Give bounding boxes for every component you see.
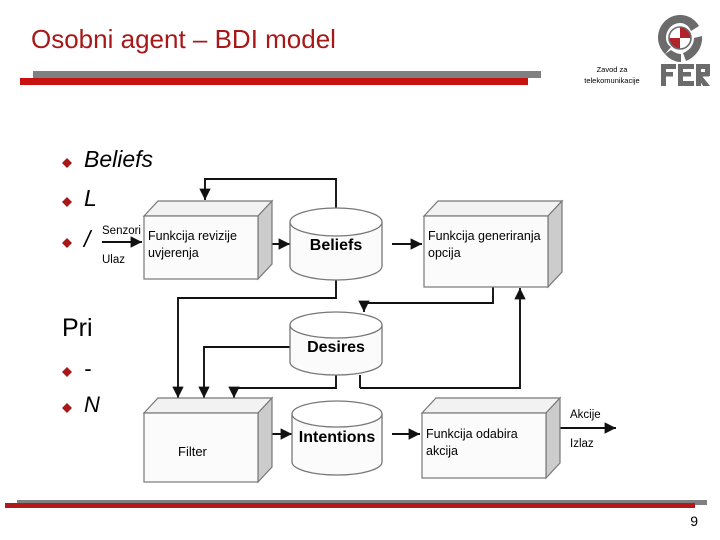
diamond-bullet-icon (62, 398, 72, 413)
diamond-bullet-icon (62, 192, 72, 207)
list-item-label: L (84, 185, 97, 211)
title-divider-gray (33, 71, 541, 78)
list-item-label: Beliefs (84, 146, 154, 172)
bdi-agent-architecture-diagram: Funkcija revizije uvjerenja Beliefs Funk… (100, 170, 696, 488)
node-action-selection: Funkcija odabira akcija (420, 396, 562, 480)
page-number: 9 (690, 513, 698, 529)
svg-text:Filter: Filter (178, 444, 208, 459)
diamond-bullet-icon (62, 153, 72, 168)
output-bottom-label: Izlaz (570, 438, 594, 450)
list-item-label: / (84, 226, 91, 252)
list-item: N (62, 392, 100, 418)
node-intentions: Intentions (291, 400, 383, 476)
list-item-label: - (84, 356, 92, 381)
input-bottom-label: Ulaz (102, 254, 125, 266)
svg-text:Desires: Desires (307, 339, 365, 356)
node-desires: Desires (289, 311, 383, 376)
svg-text:opcija: opcija (428, 246, 461, 260)
department-line-1: Zavod za (596, 65, 628, 74)
title-divider-red (20, 78, 528, 85)
node-filter: Filter (142, 396, 274, 484)
section-heading: Pri (62, 314, 93, 342)
node-option-generation: Funkcija generiranja opcija (422, 199, 564, 289)
diamond-bullet-icon (62, 362, 72, 377)
footer-divider-gray (17, 500, 707, 505)
svg-text:Funkcija revizije: Funkcija revizije (148, 229, 237, 243)
output-top-label: Akcije (570, 409, 601, 421)
list-item-label: N (84, 392, 100, 417)
list-item: Beliefs (62, 146, 153, 173)
diamond-bullet-icon (62, 233, 72, 248)
svg-text:Funkcija odabira: Funkcija odabira (426, 427, 518, 441)
list-item: L (62, 185, 97, 212)
fer-wordmark-icon (660, 62, 712, 88)
node-beliefs: Beliefs (289, 207, 383, 281)
svg-text:uvjerenja: uvjerenja (148, 246, 199, 260)
department-label: Zavod za telekomunikacije (568, 64, 656, 86)
institution-logo: Zavod za telekomunikacije (568, 14, 716, 92)
input-top-label: Senzori (102, 225, 141, 237)
list-item: - (62, 356, 91, 382)
svg-text:Funkcija generiranja: Funkcija generiranja (428, 229, 541, 243)
footer-divider-red (5, 503, 695, 508)
node-belief-revision: Funkcija revizije uvjerenja (142, 199, 274, 281)
department-line-2: telekomunikacije (584, 76, 640, 85)
page-title: Osobni agent – BDI model (31, 24, 336, 54)
svg-text:Intentions: Intentions (299, 429, 376, 446)
fer-emblem-icon (654, 14, 706, 64)
list-item: / (62, 226, 90, 253)
svg-text:akcija: akcija (426, 444, 458, 458)
svg-text:Beliefs: Beliefs (310, 237, 363, 254)
